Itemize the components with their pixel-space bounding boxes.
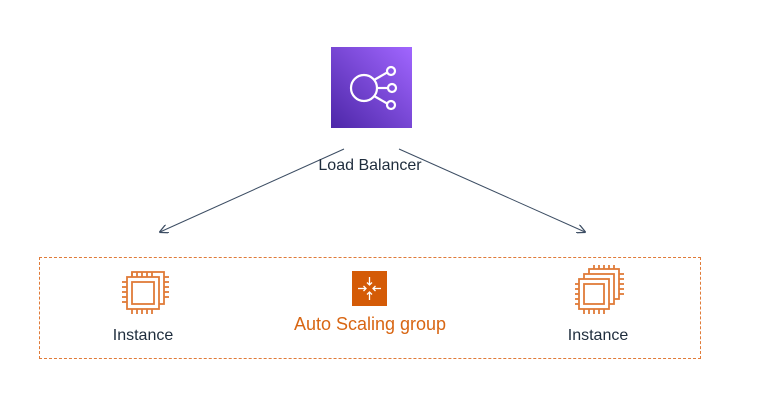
load-balancer-label: Load Balancer (318, 157, 422, 174)
ec2-instances-icon (572, 262, 628, 318)
instance-label-right: Instance (567, 327, 629, 344)
instance-label-left: Instance (112, 327, 174, 344)
ec2-instance-icon (118, 262, 174, 318)
edge-to-left-instance (160, 148, 345, 232)
edge-to-right-instance (398, 148, 585, 232)
auto-scaling-icon (352, 271, 387, 306)
elastic-load-balancing-icon (331, 47, 412, 128)
auto-scaling-group-label: Auto Scaling group (293, 314, 447, 334)
auto-scaling-group-boundary (39, 257, 701, 359)
